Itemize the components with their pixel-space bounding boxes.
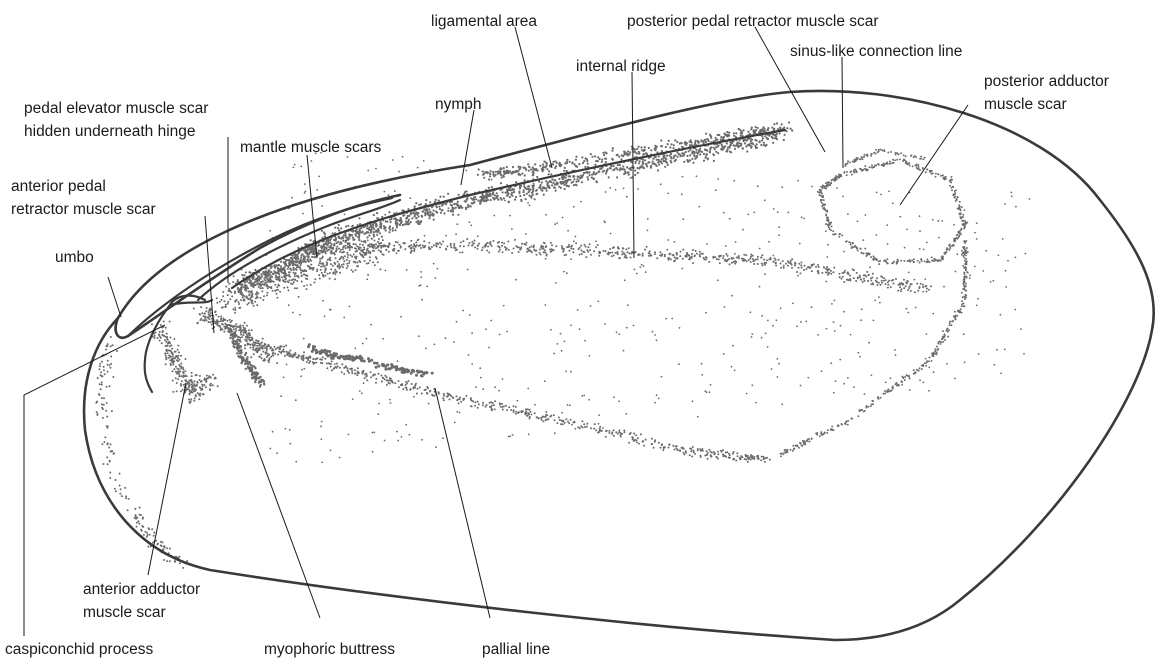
label-anterior-pedal-retractor-line1: anterior pedal xyxy=(11,178,106,195)
label-posterior-adductor-line1: posterior adductor xyxy=(984,73,1109,90)
label-pedal-elevator-line1: pedal elevator muscle scar xyxy=(24,100,208,117)
label-pedal-elevator-line2: hidden underneath hinge xyxy=(24,123,196,140)
label-posterior-adductor-line2: muscle scar xyxy=(984,96,1067,113)
label-umbo: umbo xyxy=(55,249,94,266)
label-anterior-adductor-line1: anterior adductor xyxy=(83,581,200,598)
label-internal-ridge: internal ridge xyxy=(576,58,666,75)
label-caspiconchid-process: caspiconchid process xyxy=(5,641,153,658)
stipple-shading xyxy=(95,121,1030,569)
label-pallial-line: pallial line xyxy=(482,641,550,658)
label-myophoric-buttress: myophoric buttress xyxy=(264,641,395,658)
label-anterior-pedal-retractor-line2: retractor muscle scar xyxy=(11,201,156,218)
hinge-plate-upper xyxy=(128,198,392,336)
leader-lines xyxy=(24,27,968,636)
shell-outline xyxy=(84,91,1154,640)
caspiconchid-process-outline xyxy=(145,296,212,392)
label-nymph: nymph xyxy=(435,96,482,113)
label-posterior-pedal-retractor: posterior pedal retractor muscle scar xyxy=(627,13,879,30)
label-anterior-adductor-line2: muscle scar xyxy=(83,604,166,621)
label-mantle-muscle-scars: mantle muscle scars xyxy=(240,139,382,156)
label-ligamental-area: ligamental area xyxy=(431,13,537,30)
label-sinus-like-line: sinus-like connection line xyxy=(790,43,962,60)
